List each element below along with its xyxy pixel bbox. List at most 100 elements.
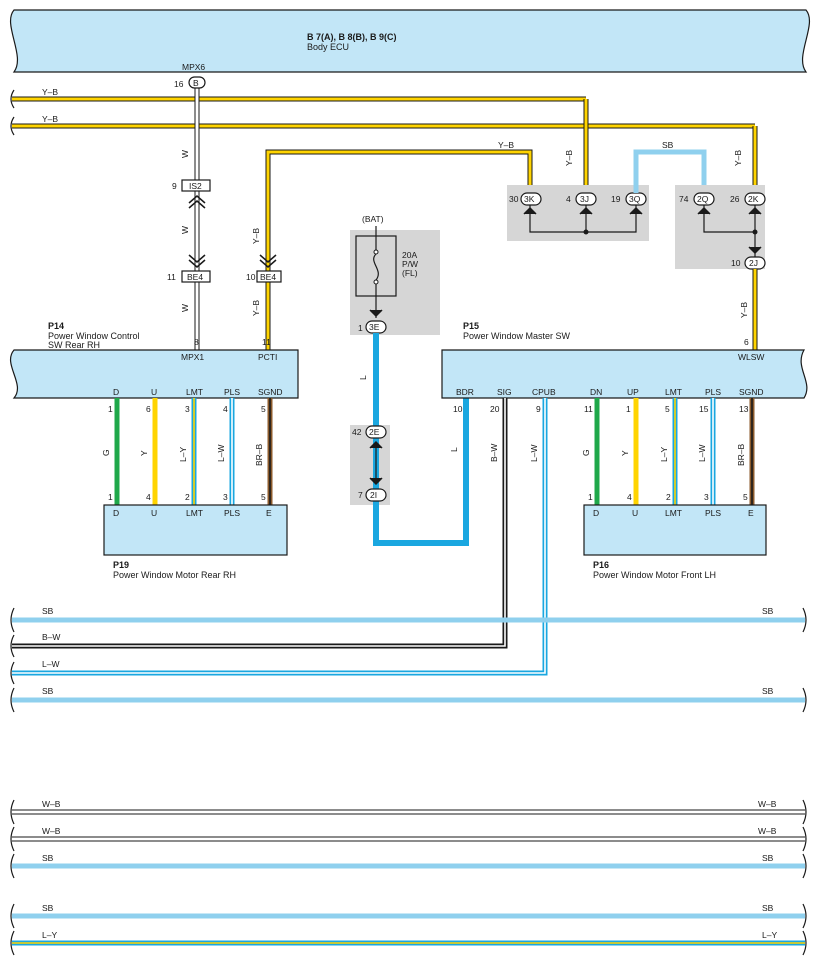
- p15-dn-num: 11: [584, 404, 593, 414]
- body-ecu-terminal-label: MPX6: [182, 62, 205, 72]
- p14-u-label: U: [151, 387, 157, 397]
- bottom-buses: W–B W–B W–B W–B SB SB SB SB L–Y L–Y: [10, 799, 807, 956]
- connector-be4-10-num: 10: [246, 272, 256, 282]
- connector-3q-id: 3Q: [629, 194, 641, 204]
- pin-mpx6-number: 16: [174, 79, 184, 89]
- p14: P14 Power Window Control SW Rear RH 8 MP…: [9, 321, 299, 399]
- p15-p16-wires: G Y L–Y L–W BR–B 1 4 2 3 5: [581, 398, 755, 505]
- p15-sig-num: 20: [490, 404, 500, 414]
- p15-pin-6-label: WLSW: [738, 352, 764, 362]
- connector-3k-id: 3K: [524, 194, 535, 204]
- connector-is2-id: IS2: [189, 181, 202, 191]
- p14-pin-8-num: 8: [194, 337, 199, 347]
- wire-yb-pcti: Y–B Y–B Y–B: [251, 140, 533, 350]
- wire-label-yb-pcti-2: Y–B: [251, 300, 261, 316]
- wire-yb-wlsw: Y–B: [739, 269, 758, 350]
- bus-label-bot2: W–B: [42, 826, 61, 836]
- p14-sgnd-label: SGND: [258, 387, 283, 397]
- connector-3q-num: 19: [611, 194, 621, 204]
- p15-lmt-num: 5: [665, 404, 670, 414]
- wire-label-ly-p14: L–Y: [178, 447, 188, 462]
- connector-2j-id: 2J: [749, 258, 758, 268]
- p14-pls-num: 4: [223, 404, 228, 414]
- wire-sig-cpub: B–W L–W: [12, 398, 548, 676]
- connector-is2-num: 9: [172, 181, 177, 191]
- wire-label-w-3: W: [180, 304, 190, 312]
- bus-label-mid4: SB: [42, 686, 54, 696]
- connector-3e-num: 1: [358, 323, 363, 333]
- p14-pin-8-label: MPX1: [181, 352, 204, 362]
- junction-3k-3j-3q: 30 3K 4 3J 19 3Q: [507, 185, 649, 241]
- connector-3j-num: 4: [566, 194, 571, 204]
- top-buses: Y–B Y–B: [10, 87, 755, 136]
- wire-label-brb-p15: BR–B: [736, 443, 746, 466]
- wire-label-w-1: W: [180, 150, 190, 158]
- connector-2e-num: 42: [352, 427, 362, 437]
- wire-label-w-2: W: [180, 226, 190, 234]
- bus-label-bot1-right: W–B: [758, 799, 777, 809]
- p15-pin-6-num: 6: [744, 337, 749, 347]
- fuse-block: (BAT) 20A P/W (FL): [350, 214, 440, 335]
- body-ecu-box: [9, 9, 811, 73]
- p16-lmt-num: 2: [666, 492, 671, 502]
- fuse-source: (BAT): [362, 214, 384, 224]
- bus-label-bot4: SB: [42, 903, 54, 913]
- bus-label-bot1: W–B: [42, 799, 61, 809]
- p14-code: P14: [48, 321, 64, 331]
- p16: D U LMT PLS E P16 Power Window Motor Fro…: [583, 504, 767, 580]
- p19-pls-label: PLS: [224, 508, 240, 518]
- fuse-rating: 20A: [402, 250, 417, 260]
- wire-label-ly-p15: L–Y: [659, 447, 669, 462]
- bus-label-bot3: SB: [42, 853, 54, 863]
- p19-u-label: U: [151, 508, 157, 518]
- wire-label-yb-wlsw: Y–B: [739, 302, 749, 318]
- connector-2e-id: 2E: [369, 427, 380, 437]
- wire-label-bw-sig: B–W: [489, 444, 499, 462]
- connector-3j-id: 3J: [580, 194, 589, 204]
- bus-label-mid2: B–W: [42, 632, 60, 642]
- wire-w-mpx: W W W: [180, 86, 200, 350]
- p16-e-num: 5: [743, 492, 748, 502]
- p14-box: [9, 349, 299, 399]
- p15-bdr-num: 10: [453, 404, 463, 414]
- p15-bdr-label: BDR: [456, 387, 474, 397]
- wire-label-l-2: L: [449, 447, 459, 452]
- fuse-bg: [350, 230, 440, 335]
- wire-label-yb-3j: Y–B: [564, 150, 574, 166]
- connector-is2: 9 IS2: [172, 179, 211, 268]
- p19-code: P19: [113, 560, 129, 570]
- p16-pls-num: 3: [704, 492, 709, 502]
- p15-name: Power Window Master SW: [463, 331, 571, 341]
- p16-d-label: D: [593, 508, 599, 518]
- connector-2q-num: 74: [679, 194, 689, 204]
- p19-e-num: 5: [261, 492, 266, 502]
- wire-label-lw-cpub: L–W: [529, 445, 539, 462]
- pin-mpx6-id: B: [193, 78, 199, 88]
- p15-cpub-num: 9: [536, 404, 541, 414]
- middle-buses: SB SB B–W L–W SB SB: [10, 606, 807, 713]
- connector-be4-10-id: BE4: [260, 272, 276, 282]
- p15-pls-label: PLS: [705, 387, 721, 397]
- bus-label-mid4-right: SB: [762, 686, 774, 696]
- bus-label-bot3-right: SB: [762, 853, 774, 863]
- p16-box: [583, 504, 767, 556]
- bus-label-bot5: L–Y: [42, 930, 57, 940]
- p14-pls-label: PLS: [224, 387, 240, 397]
- wire-label-yb-2k: Y–B: [733, 150, 743, 166]
- p14-lmt-num: 3: [185, 404, 190, 414]
- bus-label-bot4-right: SB: [762, 903, 774, 913]
- p19-lmt-num: 2: [185, 492, 190, 502]
- p16-e-label: E: [748, 508, 754, 518]
- p14-sgnd-num: 5: [261, 404, 266, 414]
- p14-d-label: D: [113, 387, 119, 397]
- p19-d-num: 1: [108, 492, 113, 502]
- p14-name-line1: Power Window Control: [48, 331, 140, 341]
- bus-label-bot2-right: W–B: [758, 826, 777, 836]
- p16-code: P16: [593, 560, 609, 570]
- p15-dn-label: DN: [590, 387, 602, 397]
- wire-label-yb-pcti-1: Y–B: [251, 228, 261, 244]
- p15-cpub-label: CPUB: [532, 387, 556, 397]
- body-ecu: B 7(A), B 8(B), B 9(C) Body ECU MPX6: [9, 9, 811, 73]
- connector-2k-id: 2K: [748, 194, 759, 204]
- connector-be4-10: 10 BE4: [246, 270, 282, 283]
